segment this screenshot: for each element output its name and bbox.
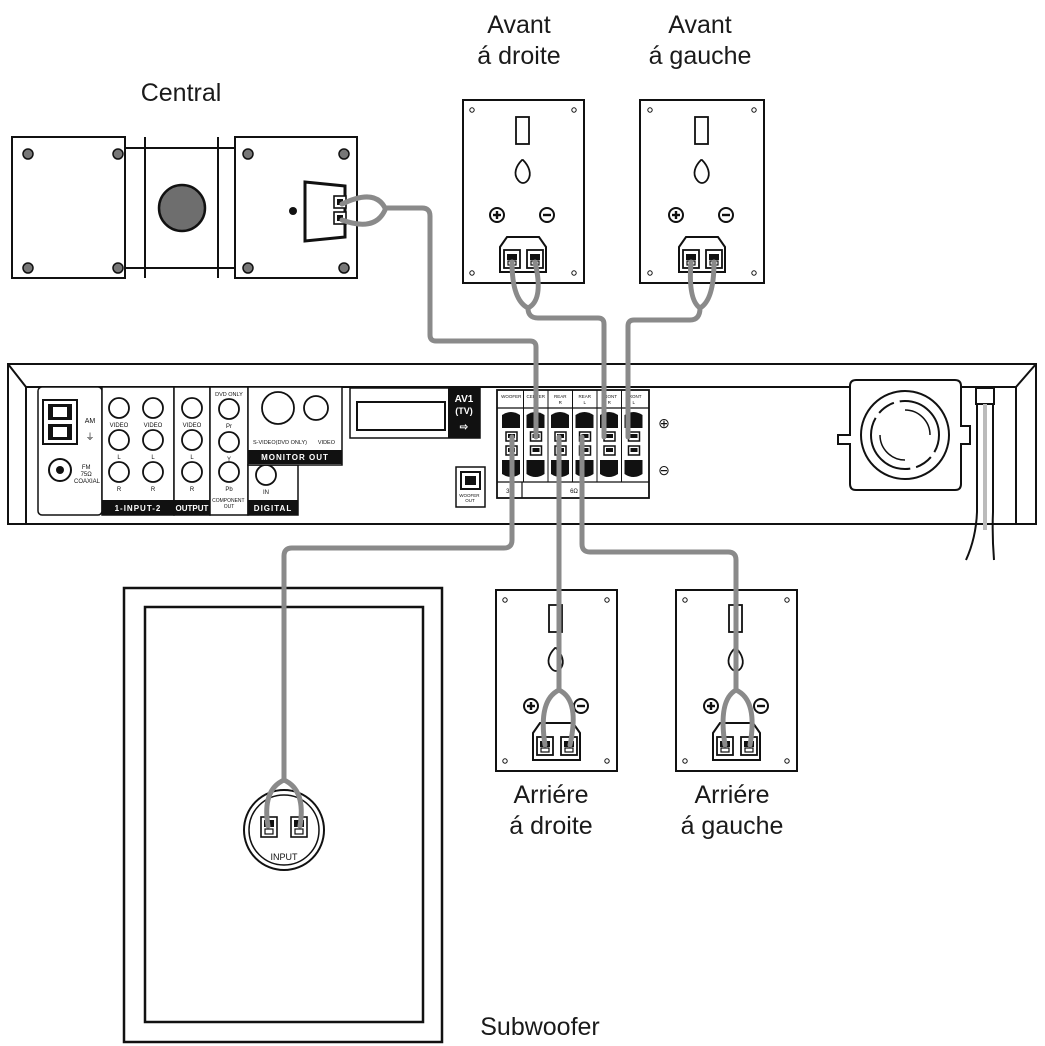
component-line-2: OUT <box>224 504 235 510</box>
pr-label: Pr <box>226 424 232 430</box>
input2-right-label: R <box>151 487 156 493</box>
woofer-out-label: WOOFER OUT <box>459 493 481 503</box>
fm-line-2: 75Ω <box>81 472 93 478</box>
rear-left-label: Arriére á gauche <box>680 781 784 840</box>
terminal-plus-0[interactable] <box>502 412 520 428</box>
terminal-label-4-1: R <box>608 400 612 405</box>
terminal-label-4-0: FRONT <box>602 394 618 399</box>
rear-left-cable-loop <box>720 687 755 748</box>
output-label: OUTPUT <box>176 504 209 513</box>
receiver-plus-label: ⊕ <box>658 415 670 431</box>
monitor-video-label: VIDEO <box>318 440 336 446</box>
av-receiver: AM ⏚ FM 75Ω COAXIAL VIDEO VIDEO L L R R … <box>7 363 1037 561</box>
terminal-minus-1[interactable] <box>526 460 545 477</box>
subwoofer-input-terminal: INPUT <box>243 789 325 871</box>
terminal-plus-2[interactable] <box>551 412 569 428</box>
digital-label: DIGITAL <box>254 504 292 513</box>
tv-label: (TV) <box>455 406 473 416</box>
input1-video-label: VIDEO <box>110 423 129 429</box>
terminal-minus-4[interactable] <box>600 460 618 477</box>
s-video-label: S-VIDEO(DVD ONLY) <box>253 440 307 446</box>
pb-label: Pb <box>225 487 233 493</box>
woofer-out-line-2: OUT <box>465 498 475 503</box>
subwoofer-cable <box>281 434 515 783</box>
center-speaker <box>11 136 358 279</box>
terminal-label-5-1: L <box>632 400 635 405</box>
front-right-label: Avant á droite <box>477 11 561 70</box>
impedance-6-label: 6Ω <box>570 489 578 495</box>
component-out-label: COMPONENT OUT <box>212 498 246 510</box>
fm-label: FM 75Ω COAXIAL <box>74 465 101 485</box>
digital-in-label: IN <box>263 490 269 496</box>
dvd-only-label: DVD ONLY <box>215 392 243 398</box>
terminal-label-3-0: REAR <box>578 394 591 399</box>
component-line-1: COMPONENT <box>212 498 244 504</box>
av1-label: AV1 <box>455 394 474 405</box>
terminal-label-2-0: REAR <box>554 394 567 399</box>
terminal-label-2-1: R <box>559 400 563 405</box>
terminal-minus-5[interactable] <box>624 460 643 477</box>
power-cord <box>965 387 995 561</box>
rear-right-cable-loop <box>540 687 576 748</box>
front-left-label: Avant á gauche <box>648 11 752 70</box>
center-speaker-terminal <box>303 180 347 243</box>
am-label: AM <box>85 418 96 425</box>
input-group-label: 1-INPUT-2 <box>115 504 162 513</box>
monitor-out-label: MONITOR OUT <box>261 453 329 462</box>
subwoofer-label: Subwoofer <box>480 1013 600 1041</box>
front-right-cable <box>525 305 607 440</box>
rear-right-label: Arriére á droite <box>509 781 593 840</box>
speaker-cables <box>264 194 755 829</box>
front-right-speaker <box>462 99 585 284</box>
woofer-out-line-1: WOOFER <box>459 493 480 498</box>
svg-text:⇨: ⇨ <box>460 422 469 433</box>
rear-left-cable <box>579 434 739 693</box>
svg-text:⏚: ⏚ <box>85 432 94 442</box>
terminal-label-0-0: WOOFER <box>501 394 522 399</box>
fm-line-1: FM <box>82 465 91 471</box>
input2-left-label: L <box>151 455 155 461</box>
input1-left-label: L <box>117 455 121 461</box>
terminal-label-3-1: L <box>583 400 586 405</box>
receiver-minus-label: ⊖ <box>658 462 670 478</box>
center-cable-loop <box>339 207 388 227</box>
central-label: Central <box>140 79 222 107</box>
center-cable <box>339 194 539 440</box>
terminal-label-5-0: FRONT <box>626 394 642 399</box>
output-left-label: L <box>190 455 194 461</box>
subwoofer-cable-loop <box>264 777 304 829</box>
output-video-label: VIDEO <box>183 423 202 429</box>
front-left-speaker <box>639 99 765 284</box>
input1-right-label: R <box>117 487 122 493</box>
subwoofer-input-label: INPUT <box>271 852 299 862</box>
output-right-label: R <box>190 487 195 493</box>
input2-video-label: VIDEO <box>144 423 163 429</box>
terminal-plus-3[interactable] <box>575 412 594 428</box>
cooling-fan <box>837 379 971 491</box>
fm-line-3: COAXIAL <box>74 479 101 485</box>
front-left-cable <box>625 305 703 440</box>
y-label: Y <box>227 457 231 463</box>
